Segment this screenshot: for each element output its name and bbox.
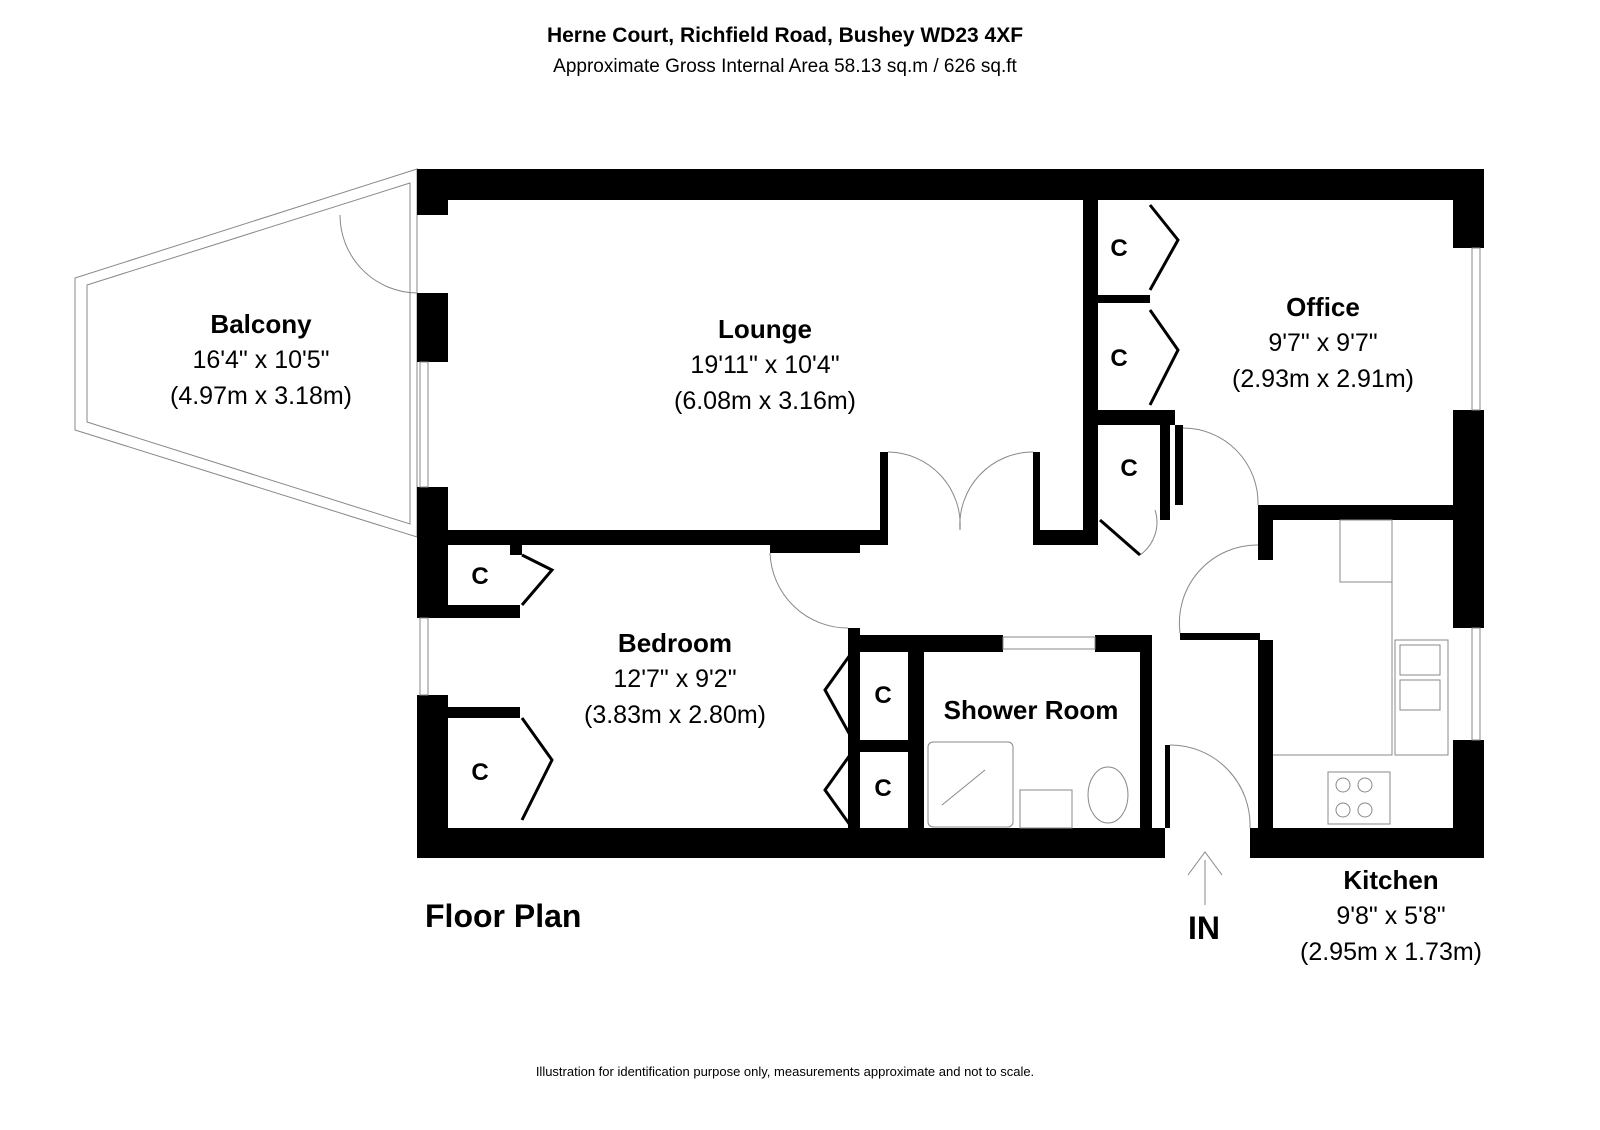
cupboard-doors: [520, 204, 1180, 826]
room-imperial: 9'8" x 5'8": [1336, 902, 1446, 930]
windows: [419, 247, 1481, 741]
fixtures: [927, 639, 1449, 905]
cupboard-label: C: [874, 775, 892, 802]
door-swings: [339, 214, 1393, 829]
room-name: Balcony: [210, 309, 312, 339]
cupboard-label: C: [1110, 235, 1128, 262]
cupboard-label: C: [471, 563, 489, 590]
room-name: Bedroom: [617, 628, 733, 658]
property-address-title: Herne Court, Richfield Road, Bushey WD23…: [546, 24, 1024, 47]
room-metric: (2.93m x 2.91m): [1231, 365, 1415, 393]
room-metric: (2.95m x 1.73m): [1299, 938, 1483, 966]
room-kitchen: Kitchen 9'8" x 5'8" (2.95m x 1.73m): [1300, 862, 1482, 970]
room-shower: Shower Room: [944, 692, 1119, 728]
room-name: Lounge: [718, 314, 812, 344]
room-bedroom: Bedroom 12'7" x 9'2" (3.83m x 2.80m): [584, 625, 766, 733]
cupboard-label: C: [1120, 455, 1138, 482]
room-metric: (3.83m x 2.80m): [583, 701, 767, 729]
entrance-label: IN: [1188, 910, 1220, 946]
room-name: Kitchen: [1343, 865, 1439, 895]
room-metric: (4.97m x 3.18m): [169, 382, 353, 410]
room-balcony: Balcony 16'4" x 10'5" (4.97m x 3.18m): [170, 306, 352, 414]
gross-area-subtitle: Approximate Gross Internal Area 58.13 sq…: [553, 56, 1017, 77]
cupboard-label: C: [1110, 345, 1128, 372]
balcony-outline: [74, 168, 418, 538]
room-name: Office: [1286, 292, 1360, 322]
room-office: Office 9'7" x 9'7" (2.93m x 2.91m): [1232, 289, 1414, 397]
walls: [417, 169, 1484, 858]
room-metric: (6.08m x 3.16m): [673, 387, 857, 415]
room-lounge: Lounge 19'11" x 10'4" (6.08m x 3.16m): [674, 311, 856, 419]
disclaimer-footer: Illustration for identification purpose …: [535, 1064, 1035, 1079]
room-imperial: 12'7" x 9'2": [613, 665, 737, 693]
room-imperial: 9'7" x 9'7": [1268, 329, 1378, 357]
room-name: Shower Room: [943, 695, 1119, 725]
room-imperial: 19'11" x 10'4": [690, 351, 840, 379]
room-imperial: 16'4" x 10'5": [192, 346, 330, 374]
floor-plan-label: Floor Plan: [425, 898, 582, 934]
cupboard-label: C: [874, 682, 892, 709]
cupboard-label: C: [471, 759, 489, 786]
